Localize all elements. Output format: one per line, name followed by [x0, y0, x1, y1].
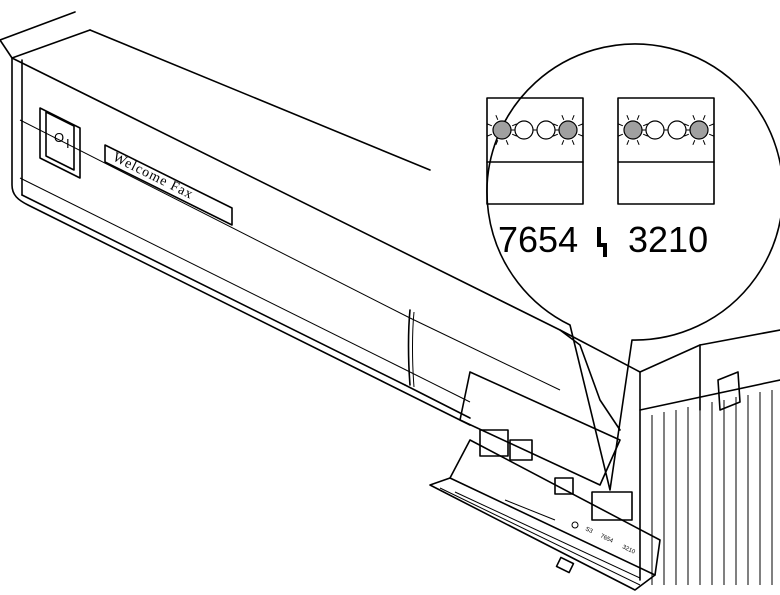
right-led-0-glow-ray [618, 133, 624, 137]
left-led-1-off [514, 120, 534, 140]
right-led-3-glow-ray [692, 115, 696, 121]
left-group-label: 7654 [498, 219, 578, 260]
callout-bubble: 7654 3210 [486, 43, 780, 491]
left-led-3-glow-ray [571, 115, 575, 121]
right-led-0-glow-ray [642, 123, 648, 127]
right-led-panel [617, 97, 715, 205]
chassis [0, 11, 780, 585]
right-group-label: 3210 [628, 219, 708, 260]
left-led-0-glow-ray [487, 123, 493, 127]
right-led-0-glow-ray [626, 139, 630, 145]
right-led-3-glow-ray [692, 139, 696, 145]
power-off-symbol: O [54, 130, 64, 145]
left-led-0-glow-ray [511, 123, 517, 127]
left-led-3-glow-ray [561, 139, 565, 145]
power-on-symbol: I [66, 136, 70, 151]
right-led-3-glow-ray [702, 115, 706, 121]
panel-label-right: 3210 [621, 544, 636, 556]
right-led-3-glow-ray [702, 139, 706, 145]
left-led-2-off [536, 120, 556, 140]
left-led-panel [486, 97, 584, 205]
power-switch[interactable]: O I [39, 107, 81, 179]
left-led-3-glow-ray [577, 123, 583, 127]
left-led-0-glow-ray [505, 115, 509, 121]
right-led-3-glow-ray [708, 133, 714, 137]
right-led-3-lit [689, 120, 709, 140]
right-led-0-glow-ray [636, 139, 640, 145]
right-led-2-off [667, 120, 687, 140]
left-led-3-glow-ray [553, 123, 559, 127]
left-led-0-glow-ray [511, 133, 517, 137]
right-led-3-glow-ray [708, 123, 714, 127]
left-led-3-glow-ray [553, 133, 559, 137]
left-led-0-glow-ray [487, 133, 493, 137]
left-led-0-glow-ray [495, 139, 499, 145]
left-led-0-glow-ray [505, 139, 509, 145]
right-led-3-glow-ray [684, 123, 690, 127]
separator-bolt-icon [597, 227, 607, 257]
left-led-3-glow-ray [561, 115, 565, 121]
left-led-3-lit [558, 120, 578, 140]
panel-label-s3: S3 [584, 526, 594, 535]
right-led-0-glow-ray [642, 133, 648, 137]
left-led-0-lit [492, 120, 512, 140]
left-led-3-glow-ray [577, 133, 583, 137]
right-led-1-off [645, 120, 665, 140]
right-led-3-glow-ray [684, 133, 690, 137]
panel-label-left: 7654 [599, 533, 614, 545]
right-led-0-glow-ray [636, 115, 640, 121]
right-led-0-lit [623, 120, 643, 140]
left-led-3-glow-ray [571, 139, 575, 145]
access-door[interactable]: S3 7654 3210 [429, 371, 661, 591]
right-led-0-glow-ray [618, 123, 624, 127]
brand-text: Welcome Fax [110, 150, 196, 203]
right-led-0-glow-ray [626, 115, 630, 121]
left-led-0-glow-ray [495, 115, 499, 121]
